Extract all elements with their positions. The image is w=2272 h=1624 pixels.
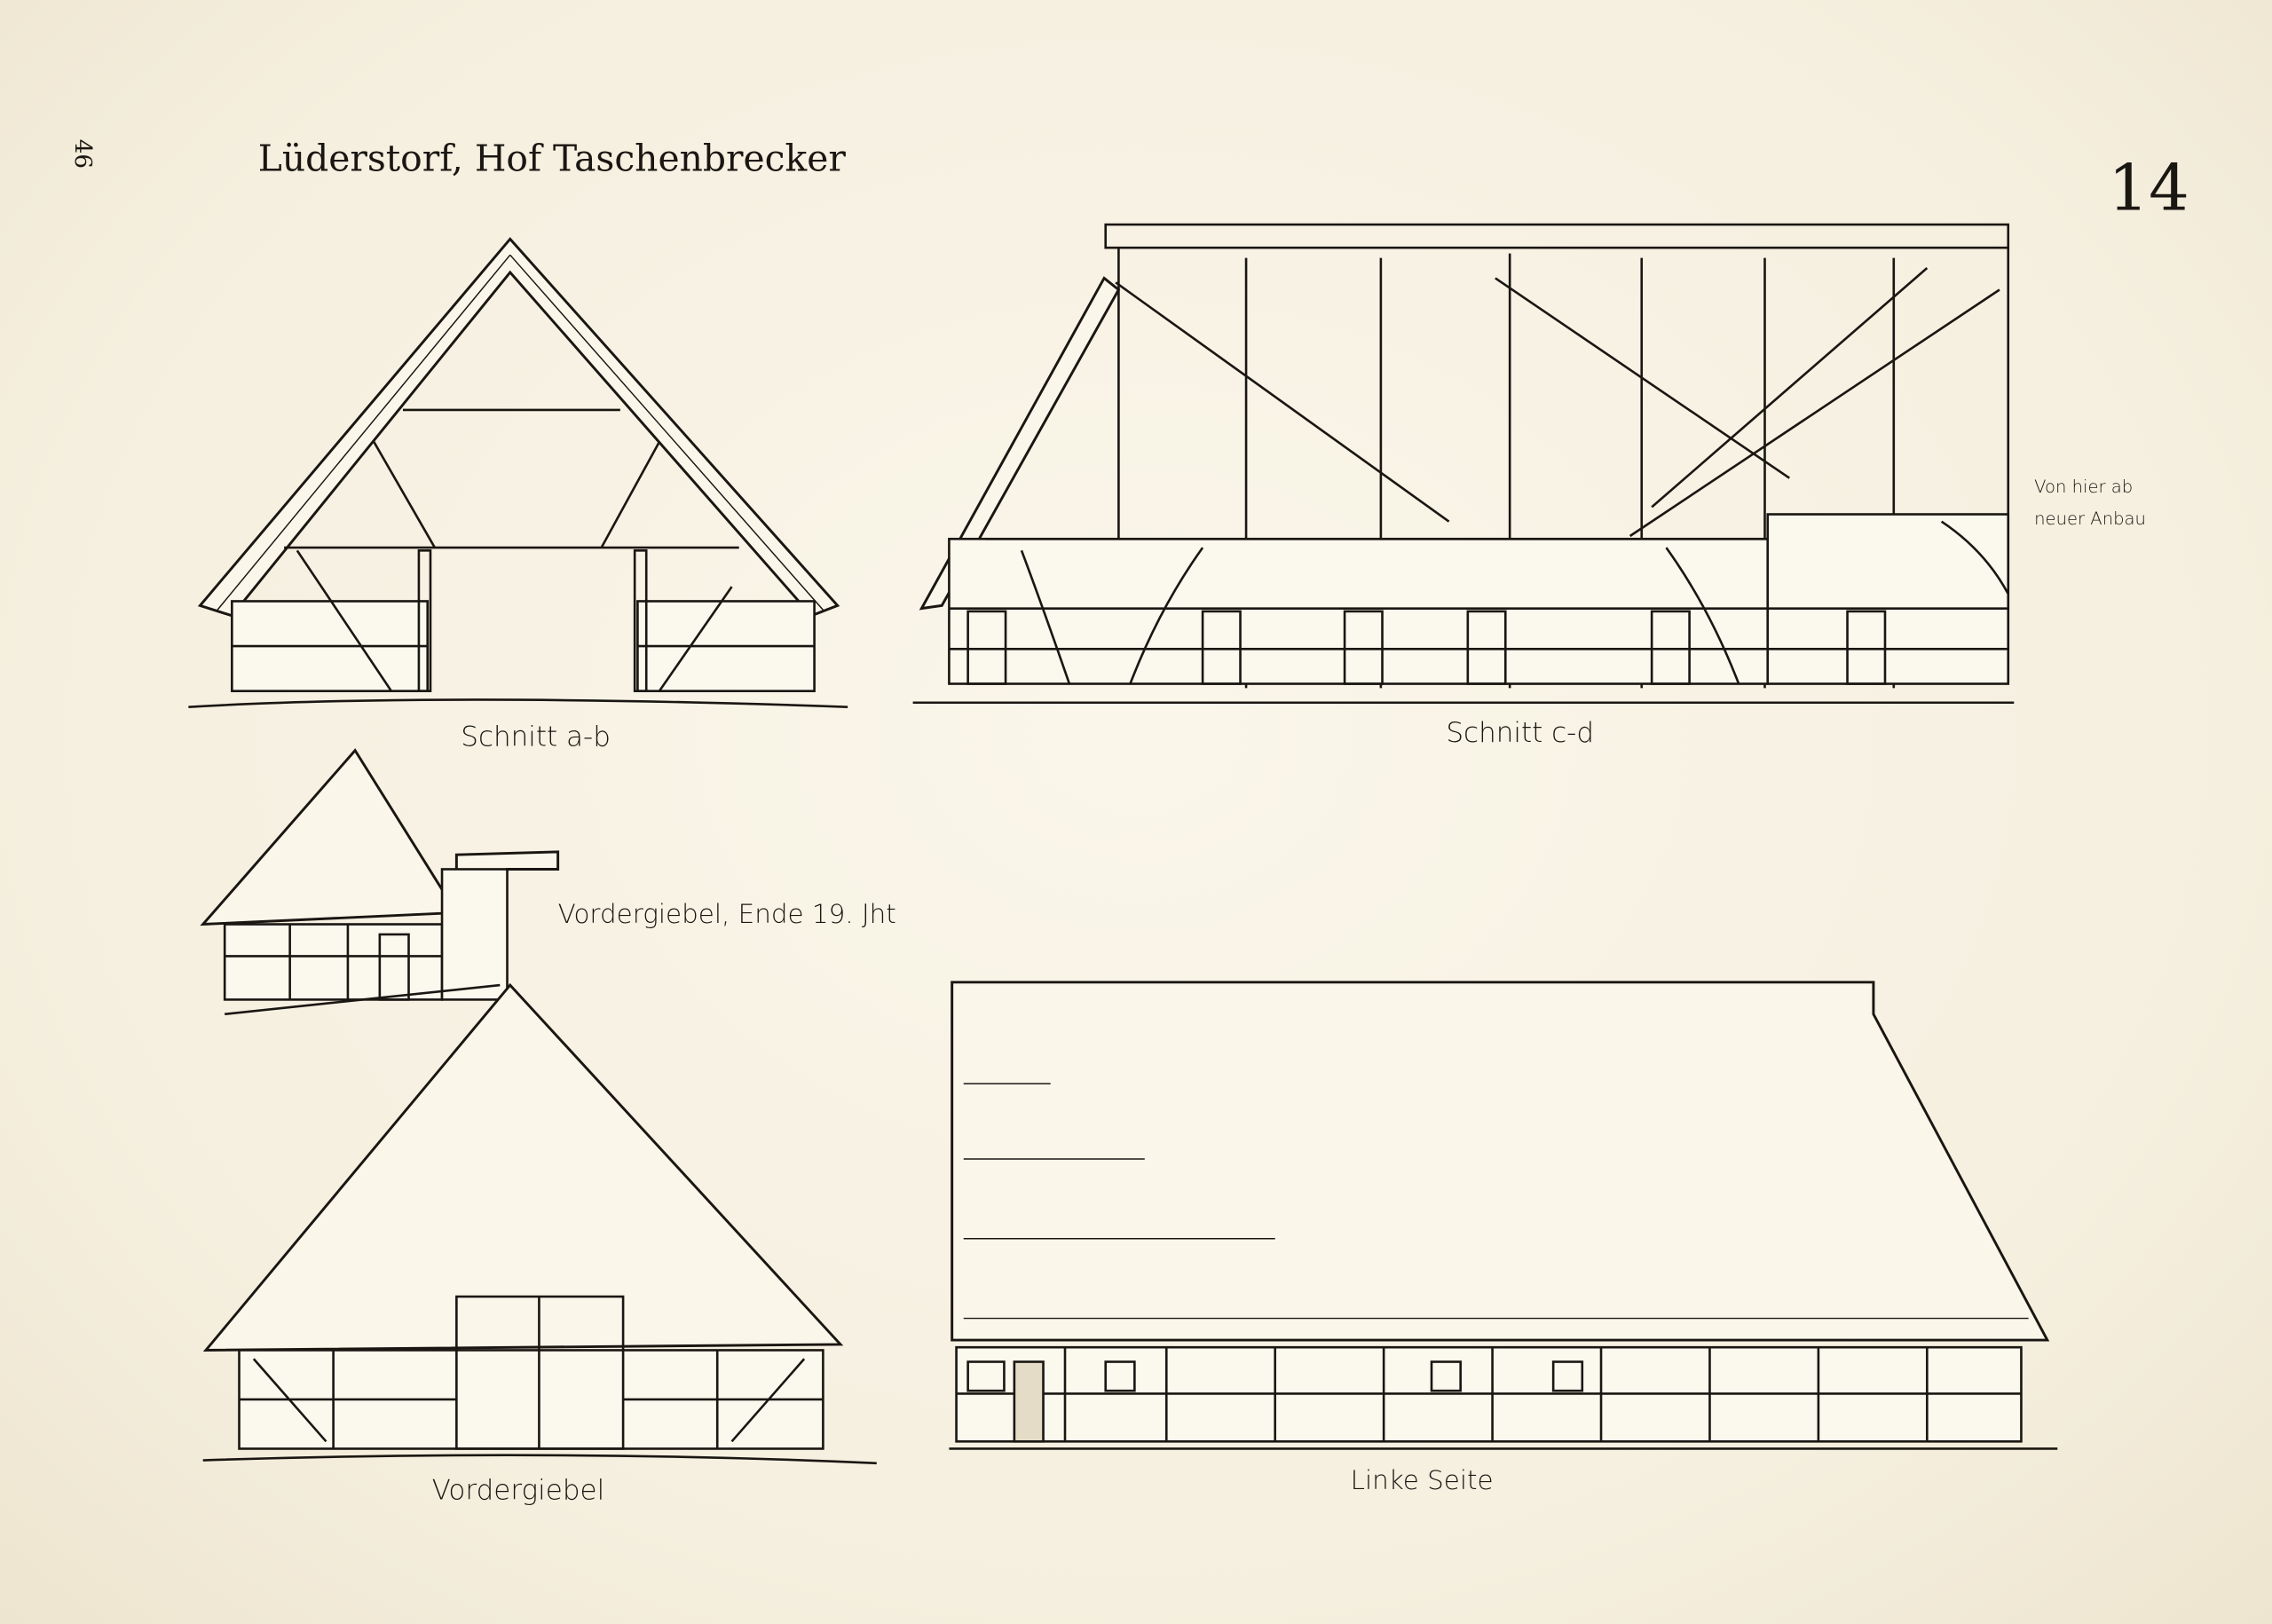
page-title: Lüderstorf, Hof Taschenbrecker: [258, 138, 847, 180]
front-gable-drawing: Vordergiebel: [202, 982, 877, 1507]
new-extension-note-line1: Von hier ab: [2034, 477, 2133, 497]
section-ab-drawing: Schnitt a-b: [188, 237, 848, 753]
left-side-drawing: Linke Seite: [949, 981, 2058, 1495]
section-ab-label: Schnitt a-b: [461, 721, 611, 753]
section-cd-label: Schnitt c-d: [1446, 717, 1594, 749]
section-cd-drawing: Schnitt c-d Von hier ab neuer Anbau: [912, 223, 2146, 749]
front-gable-old-label: Vordergiebel, Ende 19. Jht: [558, 899, 896, 929]
new-extension-note-line2: neuer Anbau: [2034, 508, 2146, 529]
rotated-page-number: 46: [69, 139, 96, 169]
front-gable-old-drawing: Vordergiebel, Ende 19. Jht: [200, 748, 896, 1016]
front-gable-label: Vordergiebel: [432, 1475, 605, 1507]
left-side-label: Linke Seite: [1351, 1465, 1494, 1495]
plate-number: 14: [2108, 151, 2189, 225]
